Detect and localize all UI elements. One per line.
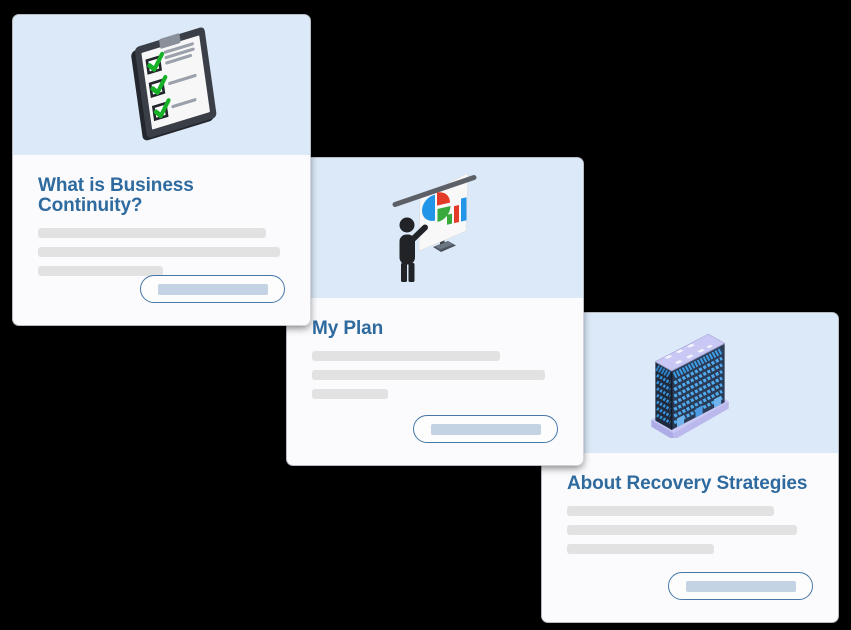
card-illustration-header — [287, 158, 583, 298]
card-action-button[interactable] — [413, 415, 558, 443]
card-title: My Plan — [312, 318, 384, 339]
card-my-plan: My Plan — [287, 158, 583, 465]
card-about-recovery-strategies: About Recovery Strategies — [542, 313, 838, 622]
card-illustration-header — [13, 15, 310, 155]
text-placeholder-line — [312, 388, 388, 399]
card-title: About Recovery Strategies — [567, 473, 808, 494]
checklist-clipboard-icon — [130, 27, 216, 141]
text-placeholder-line — [38, 246, 280, 257]
card-title: What is Business Continuity? — [38, 175, 194, 216]
button-label-placeholder — [430, 423, 541, 435]
text-placeholder-line — [38, 265, 163, 276]
button-label-placeholder — [685, 580, 796, 592]
card-what-is-business-continuity: What is Business Continuity? — [13, 15, 310, 325]
button-label-placeholder — [157, 283, 268, 295]
text-placeholder-line — [38, 227, 266, 238]
office-building-icon — [651, 333, 729, 438]
card-action-button[interactable] — [668, 572, 813, 600]
card-body: About Recovery Strategies — [542, 453, 838, 622]
card-body: What is Business Continuity? — [13, 155, 310, 325]
card-action-button[interactable] — [140, 275, 285, 303]
text-placeholder-line — [312, 350, 500, 361]
text-placeholder-line — [567, 543, 714, 554]
text-placeholder-line — [567, 505, 774, 516]
presentation-chart-icon — [392, 172, 477, 282]
card-illustration-header — [542, 313, 838, 453]
text-placeholder-line — [567, 524, 797, 535]
card-body: My Plan — [287, 298, 583, 465]
text-placeholder-line — [312, 369, 545, 380]
